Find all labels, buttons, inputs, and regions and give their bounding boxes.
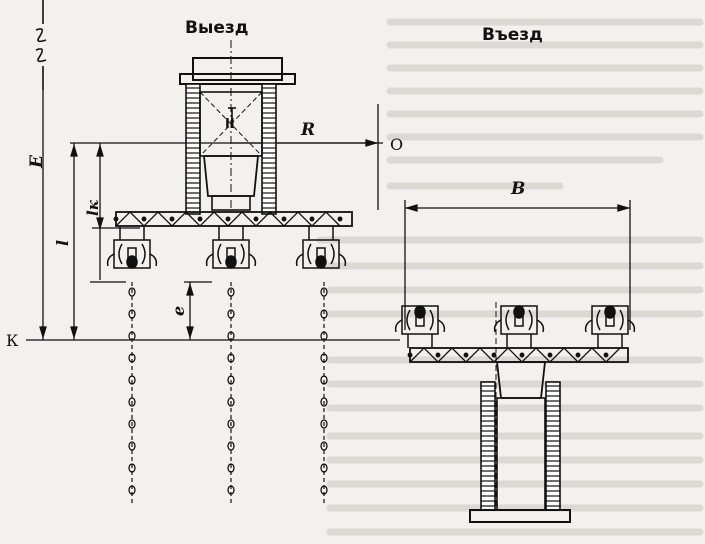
support-clamp <box>584 305 636 348</box>
machine-top-frame <box>192 57 283 81</box>
point-k-label: К <box>6 331 19 350</box>
support-clamp <box>394 305 446 348</box>
dim-e-small-label: e <box>169 306 188 316</box>
left-crawler-track <box>185 83 201 215</box>
machine-body <box>203 155 259 197</box>
entry-machine-body <box>495 361 547 399</box>
dim-r-label: R <box>300 120 315 140</box>
axis-t-marker <box>228 107 236 118</box>
support-clamp <box>205 226 257 269</box>
support-clamp <box>106 226 158 269</box>
dim-b-label: B <box>510 179 525 199</box>
exit-supports <box>106 226 347 269</box>
entry-truss <box>407 347 629 363</box>
point-o-label: О <box>390 135 403 154</box>
exit-truss <box>113 211 353 227</box>
entry-right-track <box>545 381 561 511</box>
exit-machine <box>179 40 296 215</box>
marker-ii-label: II <box>225 117 235 132</box>
right-crawler-track <box>261 83 277 215</box>
entry-machine-base <box>469 509 571 523</box>
break-symbol <box>35 0 47 90</box>
entry-supports <box>394 305 636 348</box>
support-chains <box>128 282 328 505</box>
dimension-lines <box>26 90 631 341</box>
dim-l-label: l <box>53 240 72 246</box>
support-clamp <box>493 305 545 348</box>
entry-left-track <box>480 381 496 511</box>
machine-top-crossbar <box>179 73 296 85</box>
dim-lk-label: lк <box>84 199 102 216</box>
support-clamp <box>295 226 347 269</box>
entry-label: Въезд <box>482 25 543 45</box>
exit-label: Выезд <box>185 18 248 38</box>
entry-machine <box>394 302 636 523</box>
dim-e-big-label: E <box>27 154 47 169</box>
entry-machine-cabin <box>496 397 546 511</box>
